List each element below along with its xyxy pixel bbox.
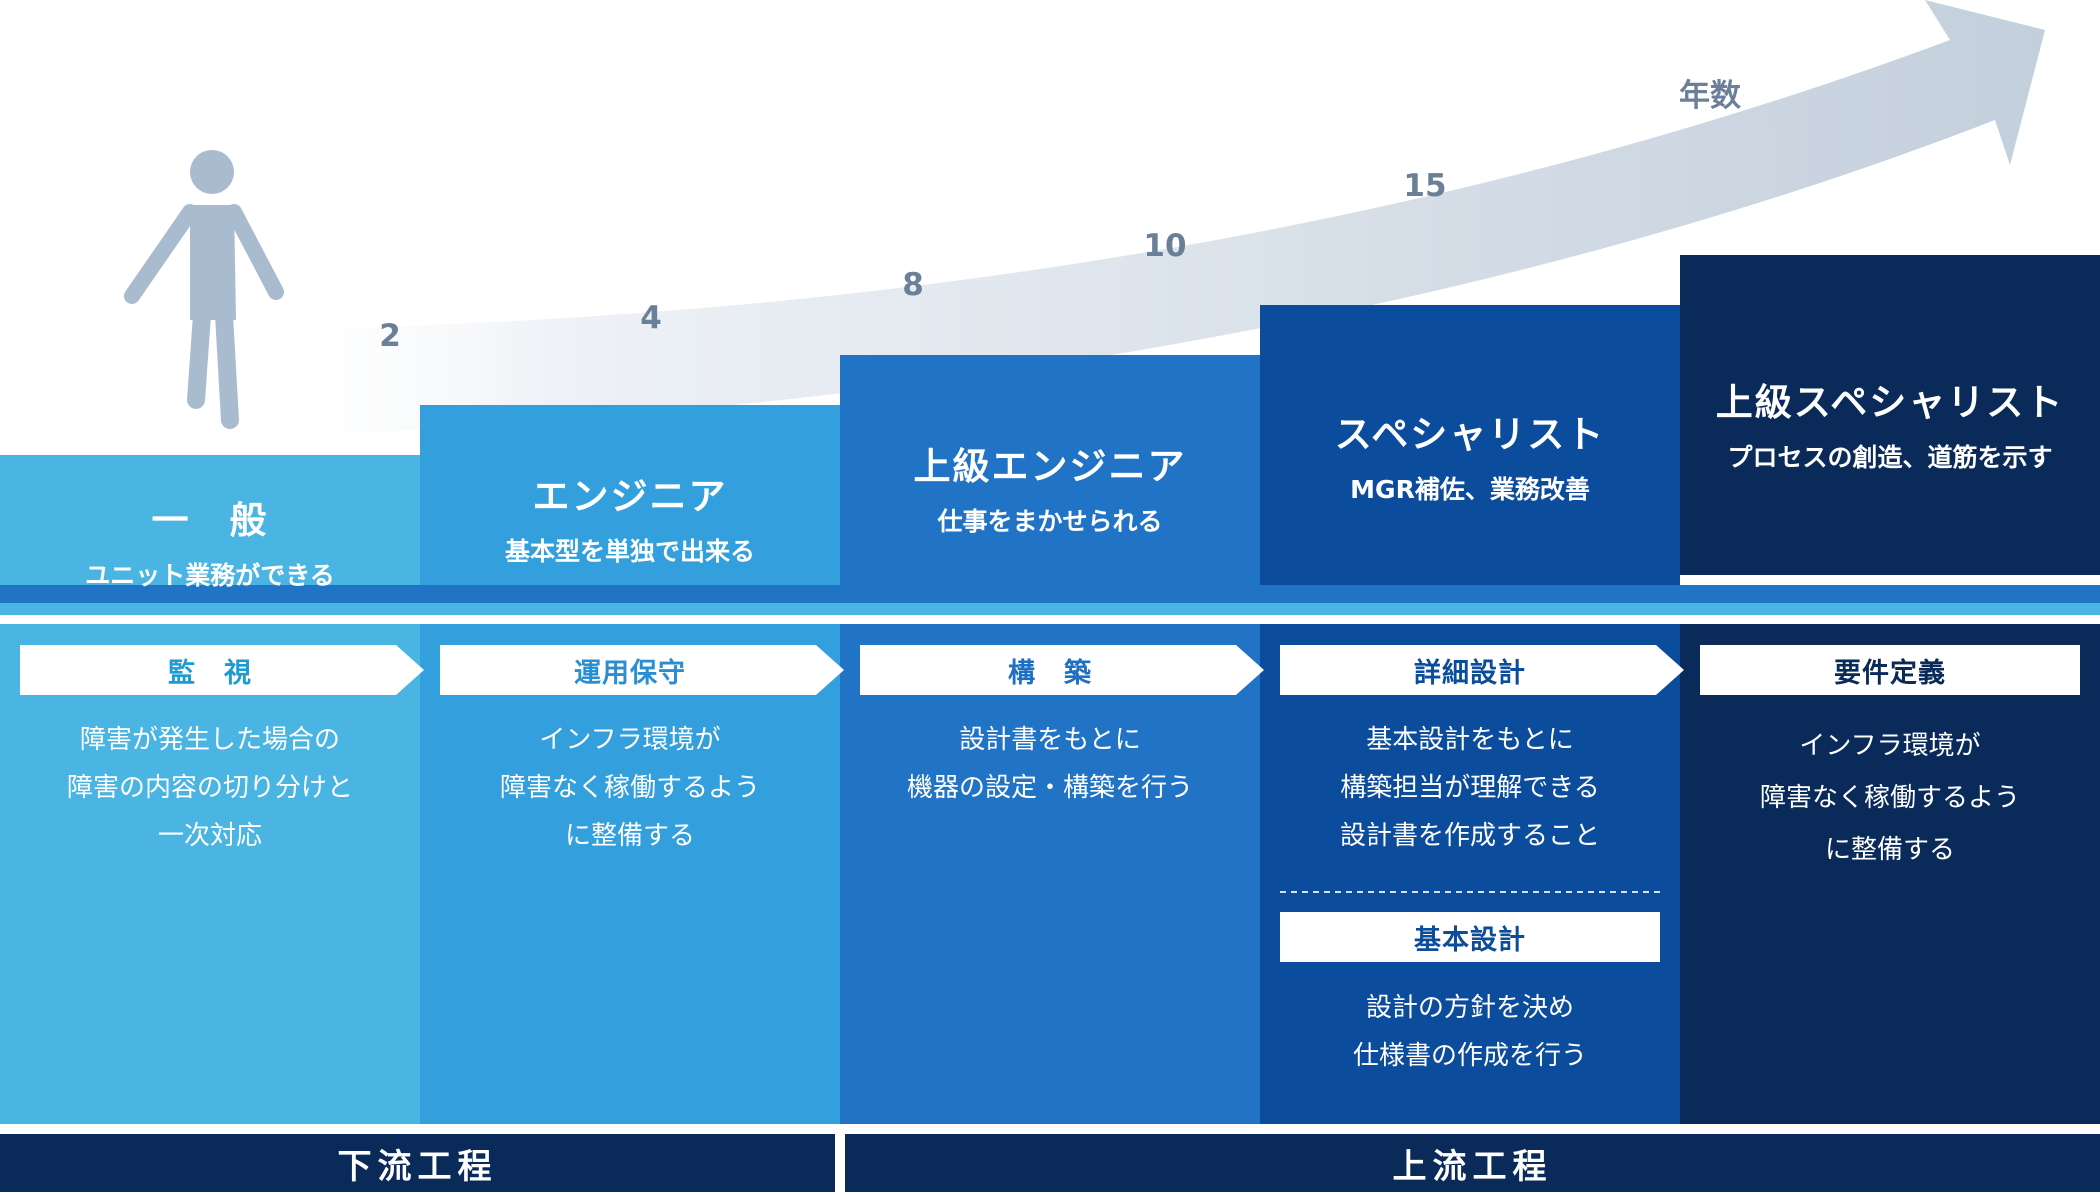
task-column-4 (1260, 624, 1680, 1124)
level-3-desc: 仕事をまかせられる (937, 507, 1163, 536)
year-mark-15: 15 (1403, 168, 1447, 204)
level-5: 上級スペシャリスト プロセスの創造、道筋を示す (1680, 372, 2100, 474)
task-banner-2 (440, 645, 844, 695)
year-mark-8: 8 (902, 267, 924, 303)
extra-task-desc: 設計の方針を決め 仕様書の作成を行う (1352, 993, 1587, 1071)
level-1-desc: ユニット業務ができる (85, 561, 335, 590)
phase-downstream: 下流工程 (0, 1134, 835, 1192)
task-label-2: 運用保守 (574, 657, 686, 689)
level-block-4 (1260, 305, 1680, 585)
task-desc-4: 基本設計をもとに 構築担当が理解できる 設計書を作成すること (1339, 725, 1600, 851)
person-icon (124, 150, 284, 429)
level-1: 一 般 ユニット業務ができる (0, 490, 420, 592)
growth-arrow (230, 0, 2045, 438)
level-2: エンジニア 基本型を単独で出来る (420, 466, 840, 568)
task-banner-3 (860, 645, 1264, 695)
task-column-1 (0, 624, 420, 1124)
year-mark-4: 4 (640, 300, 662, 336)
level-4: スペシャリスト MGR補佐、業務改善 (1260, 404, 1680, 506)
level-4-title: スペシャリスト (1334, 413, 1606, 456)
task-banner-4 (1280, 645, 1684, 695)
level-block-3 (840, 355, 1260, 593)
task-banner-5 (1700, 645, 2080, 695)
task-label-4: 詳細設計 (1414, 657, 1526, 689)
task-desc-1: 障害が発生した場合の 障害の内容の切り分けと 一次対応 (66, 725, 353, 851)
level-4-desc: MGR補佐、業務改善 (1350, 475, 1590, 504)
base-stripe-blue (0, 585, 2100, 603)
level-1-title: 一 般 (151, 499, 269, 542)
task-desc-5: インフラ環境が 障害なく稼働するよう に整備する (1759, 731, 2020, 865)
task-label-3: 構 築 (1008, 657, 1092, 689)
task-desc-2: インフラ環境が 障害なく稼働するよう に整備する (499, 725, 760, 851)
level-3-title: 上級エンジニア (913, 445, 1187, 488)
phase-upstream: 上流工程 (845, 1134, 2100, 1192)
task-column-5 (1680, 624, 2100, 1124)
year-mark-10: 10 (1143, 228, 1187, 264)
task-column-3 (840, 624, 1260, 1124)
base-stripe-light (0, 603, 2100, 615)
axis-label: 年数 (1679, 78, 1741, 114)
level-3: 上級エンジニア 仕事をまかせられる (840, 436, 1260, 538)
task-desc-3: 設計書をもとに 機器の設定・構築を行う (906, 725, 1193, 803)
extra-task-label: 基本設計 (1414, 924, 1526, 956)
level-block-2 (420, 405, 840, 611)
year-mark-2: 2 (379, 318, 401, 354)
extra-task-banner (1280, 912, 1660, 962)
level-5-title: 上級スペシャリスト (1715, 381, 2065, 424)
level-2-desc: 基本型を単独で出来る (504, 537, 755, 566)
level-block-5 (1680, 255, 2100, 575)
task-banner-1 (20, 645, 424, 695)
task-label-1: 監 視 (168, 657, 252, 689)
task-label-5: 要件定義 (1834, 657, 1946, 689)
task-column-2 (420, 624, 840, 1124)
level-2-title: エンジニア (532, 475, 728, 518)
level-5-desc: プロセスの創造、道筋を示す (1727, 443, 2053, 472)
